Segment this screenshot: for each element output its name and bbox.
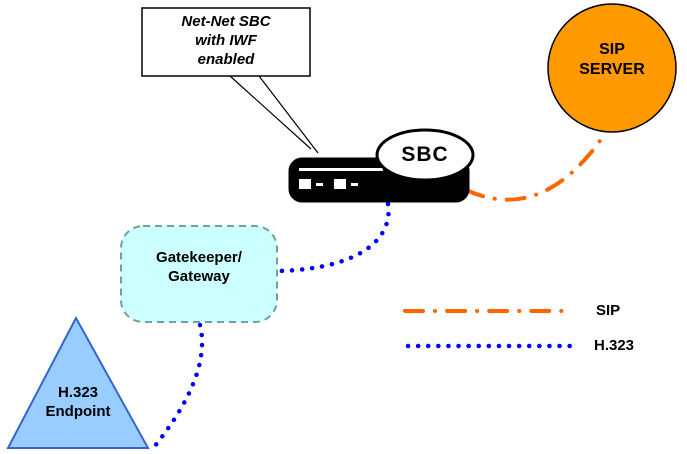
callout-text: Net-Net SBC with IWF enabled [181,13,271,68]
sip-server-label: SIP SERVER [579,41,645,78]
sbc-device [288,128,475,203]
sbc-port-tick-1 [316,183,323,186]
legend-sip-label: SIP [596,302,621,319]
callout-box [141,7,311,77]
gatekeeper-box [120,225,278,323]
sbc-port-1 [299,179,311,189]
callout-pointer-line-1 [229,75,312,150]
sip-server-circle [547,3,677,133]
sbc-panel-line [299,168,383,171]
callout-pointer-line-2 [258,75,319,154]
h323-endpoint-triangle [6,315,150,449]
sip-connection-line [464,130,608,202]
sbc-port-2 [334,179,346,189]
sbc-label: SBC [401,143,449,166]
sbc-badge-ellipse [375,128,475,182]
legend-h323-label: H.323 [594,337,635,354]
h323-endpoint-label: H.323 Endpoint [45,384,111,420]
sbc-port-tick-2 [351,183,358,186]
h323-connection-line-sbc-gatekeeper [277,201,391,274]
h323-connection-line-gatekeeper-endpoint [147,322,205,454]
gatekeeper-label: Gatekeeper/ Gateway [156,249,242,285]
